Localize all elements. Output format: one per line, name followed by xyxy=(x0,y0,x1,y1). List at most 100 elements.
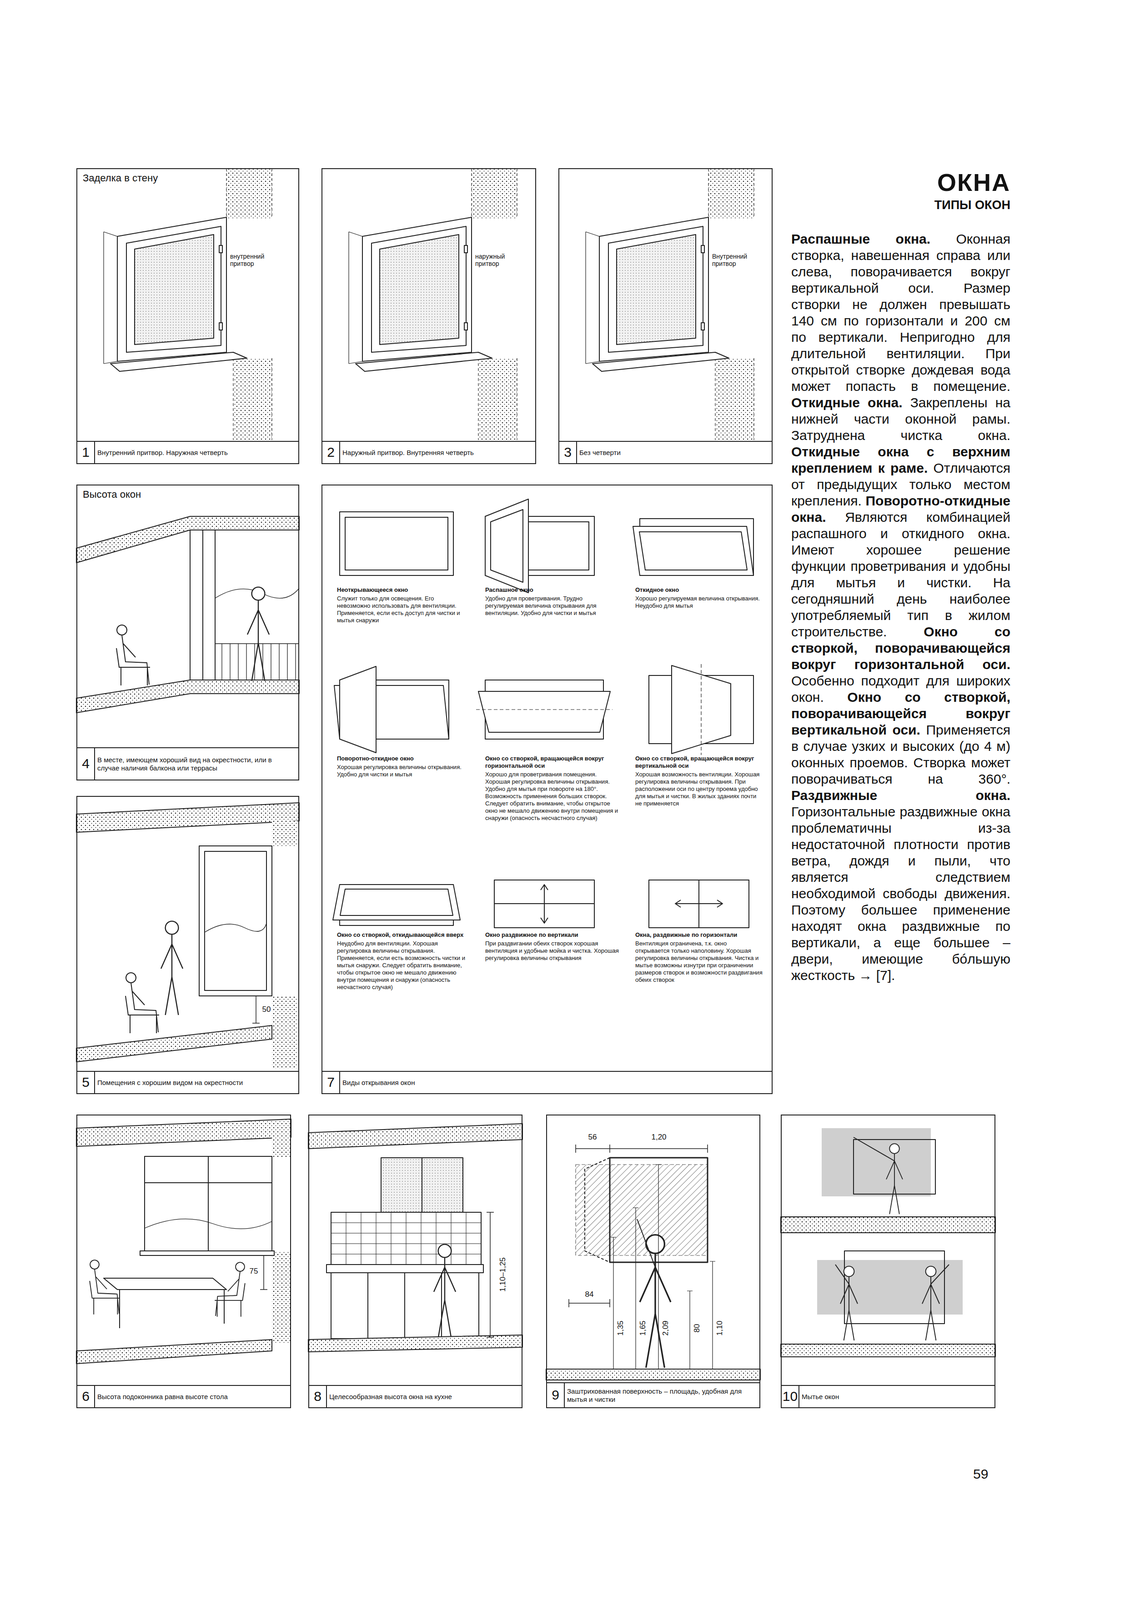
figure-caption: Мытье окон xyxy=(801,1386,992,1408)
figure-panel: 756Высота подоконника равна высоте стола xyxy=(76,1114,292,1409)
balcony-section-drawing xyxy=(247,587,270,682)
section-heading: Заделка в стену xyxy=(80,171,160,185)
figure-caption: В месте, имеющем хороший вид на окрестно… xyxy=(97,748,296,780)
figure-caption: Помещения с хорошим видом на окрестности xyxy=(97,1072,296,1094)
callout-number: 5 xyxy=(77,1072,95,1094)
kitchen-drawing xyxy=(421,1158,423,1213)
cleaning-reach-drawing xyxy=(546,1145,761,1409)
figure-panel: наружный притвор2Наружный притвор. Внутр… xyxy=(321,168,537,465)
figure-panel: Неоткрывающееся окноСлужит только для ос… xyxy=(321,484,773,1095)
kitchen-drawing xyxy=(367,1273,442,1340)
kitchen-drawing xyxy=(331,1212,482,1266)
type-description: Служит только для освещения. Его невозмо… xyxy=(336,595,469,625)
dimension-label: 1,65 xyxy=(638,1319,648,1338)
balcony-section-drawing xyxy=(190,530,216,681)
sill-height-drawing xyxy=(271,1252,292,1344)
body-paragraph: Распашные окна. Оконная створка, навешен… xyxy=(791,231,1011,985)
room-view-drawing xyxy=(199,846,272,997)
kitchen-drawing xyxy=(331,1212,482,1266)
type-heading: Окна, раздвижные по горизонтали xyxy=(635,931,763,940)
wall-window-drawing xyxy=(76,168,300,465)
kitchen-drawing xyxy=(326,1265,484,1274)
kitchen-drawing xyxy=(331,1273,479,1340)
dimension-label: 80 xyxy=(692,1323,703,1335)
text-column: ОКНАТИПЫ ОКОН Распашные окна. Оконная ств… xyxy=(791,169,1011,985)
dimension-label: 1,10–1,25 xyxy=(498,1256,508,1294)
window-type-icons xyxy=(648,880,749,929)
balcony-section-drawing xyxy=(202,530,204,681)
type-heading: Окно со створкой, откидывающейся вверх xyxy=(336,931,469,940)
room-view-drawing xyxy=(76,803,300,833)
kitchen-drawing xyxy=(433,1245,456,1339)
window-type-icons xyxy=(321,1071,773,1095)
callout-number: 4 xyxy=(77,748,95,780)
sill-height-drawing xyxy=(140,1251,275,1256)
type-description: При раздвигании обеих створок хорошая ве… xyxy=(485,940,622,963)
wall-window-drawing xyxy=(585,168,754,441)
wall-window-drawing xyxy=(558,168,773,465)
balcony-section-drawing xyxy=(116,625,151,686)
window-type-icons xyxy=(632,526,754,576)
dimension-label: 56 xyxy=(587,1133,599,1143)
window-type-icons xyxy=(332,884,461,921)
window-type-icons xyxy=(639,532,748,571)
callout-number: 2 xyxy=(322,441,340,463)
room-view-drawing xyxy=(252,996,260,1024)
sill-height-drawing xyxy=(76,1119,292,1147)
type-heading: Окно со створкой, вращающейся вокруг вер… xyxy=(635,755,763,770)
type-description: Хорошо для проветривания помещения. Хоро… xyxy=(485,771,622,823)
window-type-icons xyxy=(339,512,454,576)
room-view-drawing xyxy=(76,803,300,1095)
cleaning-reach-drawing xyxy=(568,1299,610,1308)
callout-number: 6 xyxy=(77,1386,95,1408)
type-description: Неудобно для вентиляции. Хорошая регулир… xyxy=(336,940,469,992)
kitchen-drawing xyxy=(308,1124,523,1409)
dimension-label: 1,20 xyxy=(649,1133,668,1143)
callout-number: 8 xyxy=(309,1386,327,1408)
cleaning-reach-drawing xyxy=(637,1219,656,1268)
callout-number: 10 xyxy=(781,1386,799,1408)
dimension-label: 1,35 xyxy=(616,1319,626,1338)
figure-panel: 1,10–1,258Целесообразная высота окна на … xyxy=(308,1114,523,1409)
sill-height-drawing xyxy=(214,1262,246,1318)
sill-height-drawing xyxy=(76,1119,292,1409)
cleaning-reach-drawing xyxy=(575,1165,708,1256)
type-description: Хорошо регулируемая величина открывания.… xyxy=(635,595,763,610)
figure-panel: Заделка в стенувнутренний притвор1Внутре… xyxy=(76,168,300,465)
page-number: 59 xyxy=(973,1466,989,1483)
type-description: Хорошая возможность вентиляции. Хорошая … xyxy=(635,771,763,808)
wall-window-drawing xyxy=(558,441,773,465)
window-type-icons xyxy=(675,880,723,929)
section-subtitle: ТИПЫ ОКОН xyxy=(791,197,1011,213)
figure-caption: Виды открывания окон xyxy=(342,1072,769,1094)
sill-height-drawing xyxy=(119,1290,225,1329)
dimension-label: 75 xyxy=(248,1267,260,1277)
dimension-label: 2,09 xyxy=(661,1319,671,1338)
sill-height-drawing xyxy=(76,1340,272,1365)
window-type-icons xyxy=(478,691,611,733)
page-title: ОКНА xyxy=(791,169,1011,196)
window-washing-drawing xyxy=(780,1128,996,1409)
window-type-icons xyxy=(340,889,453,916)
part-label: внутренний притвор xyxy=(228,252,284,268)
figure-panel: 10Мытье окон xyxy=(780,1114,996,1409)
sill-height-drawing xyxy=(89,1260,121,1316)
window-washing-drawing xyxy=(817,1260,963,1316)
callout-number: 1 xyxy=(77,441,95,463)
room-view-drawing xyxy=(271,821,298,847)
part-label: наружный притвор xyxy=(473,252,529,268)
window-type-icons xyxy=(494,880,595,929)
wall-window-drawing xyxy=(103,168,272,441)
window-type-icons xyxy=(345,517,448,571)
kitchen-drawing xyxy=(308,1124,523,1150)
wall-window-drawing xyxy=(321,441,537,465)
body-text: Горизонтальные раздвижные окна проблемат… xyxy=(791,804,1011,984)
window-type-icons xyxy=(321,499,773,1095)
sill-height-drawing xyxy=(76,1386,292,1409)
room-view-drawing xyxy=(160,921,183,1016)
balcony-section-drawing xyxy=(76,516,300,781)
cleaning-reach-drawing xyxy=(610,1165,716,1370)
figure-caption: Без четверти xyxy=(579,442,769,463)
wall-window-drawing xyxy=(76,441,300,465)
